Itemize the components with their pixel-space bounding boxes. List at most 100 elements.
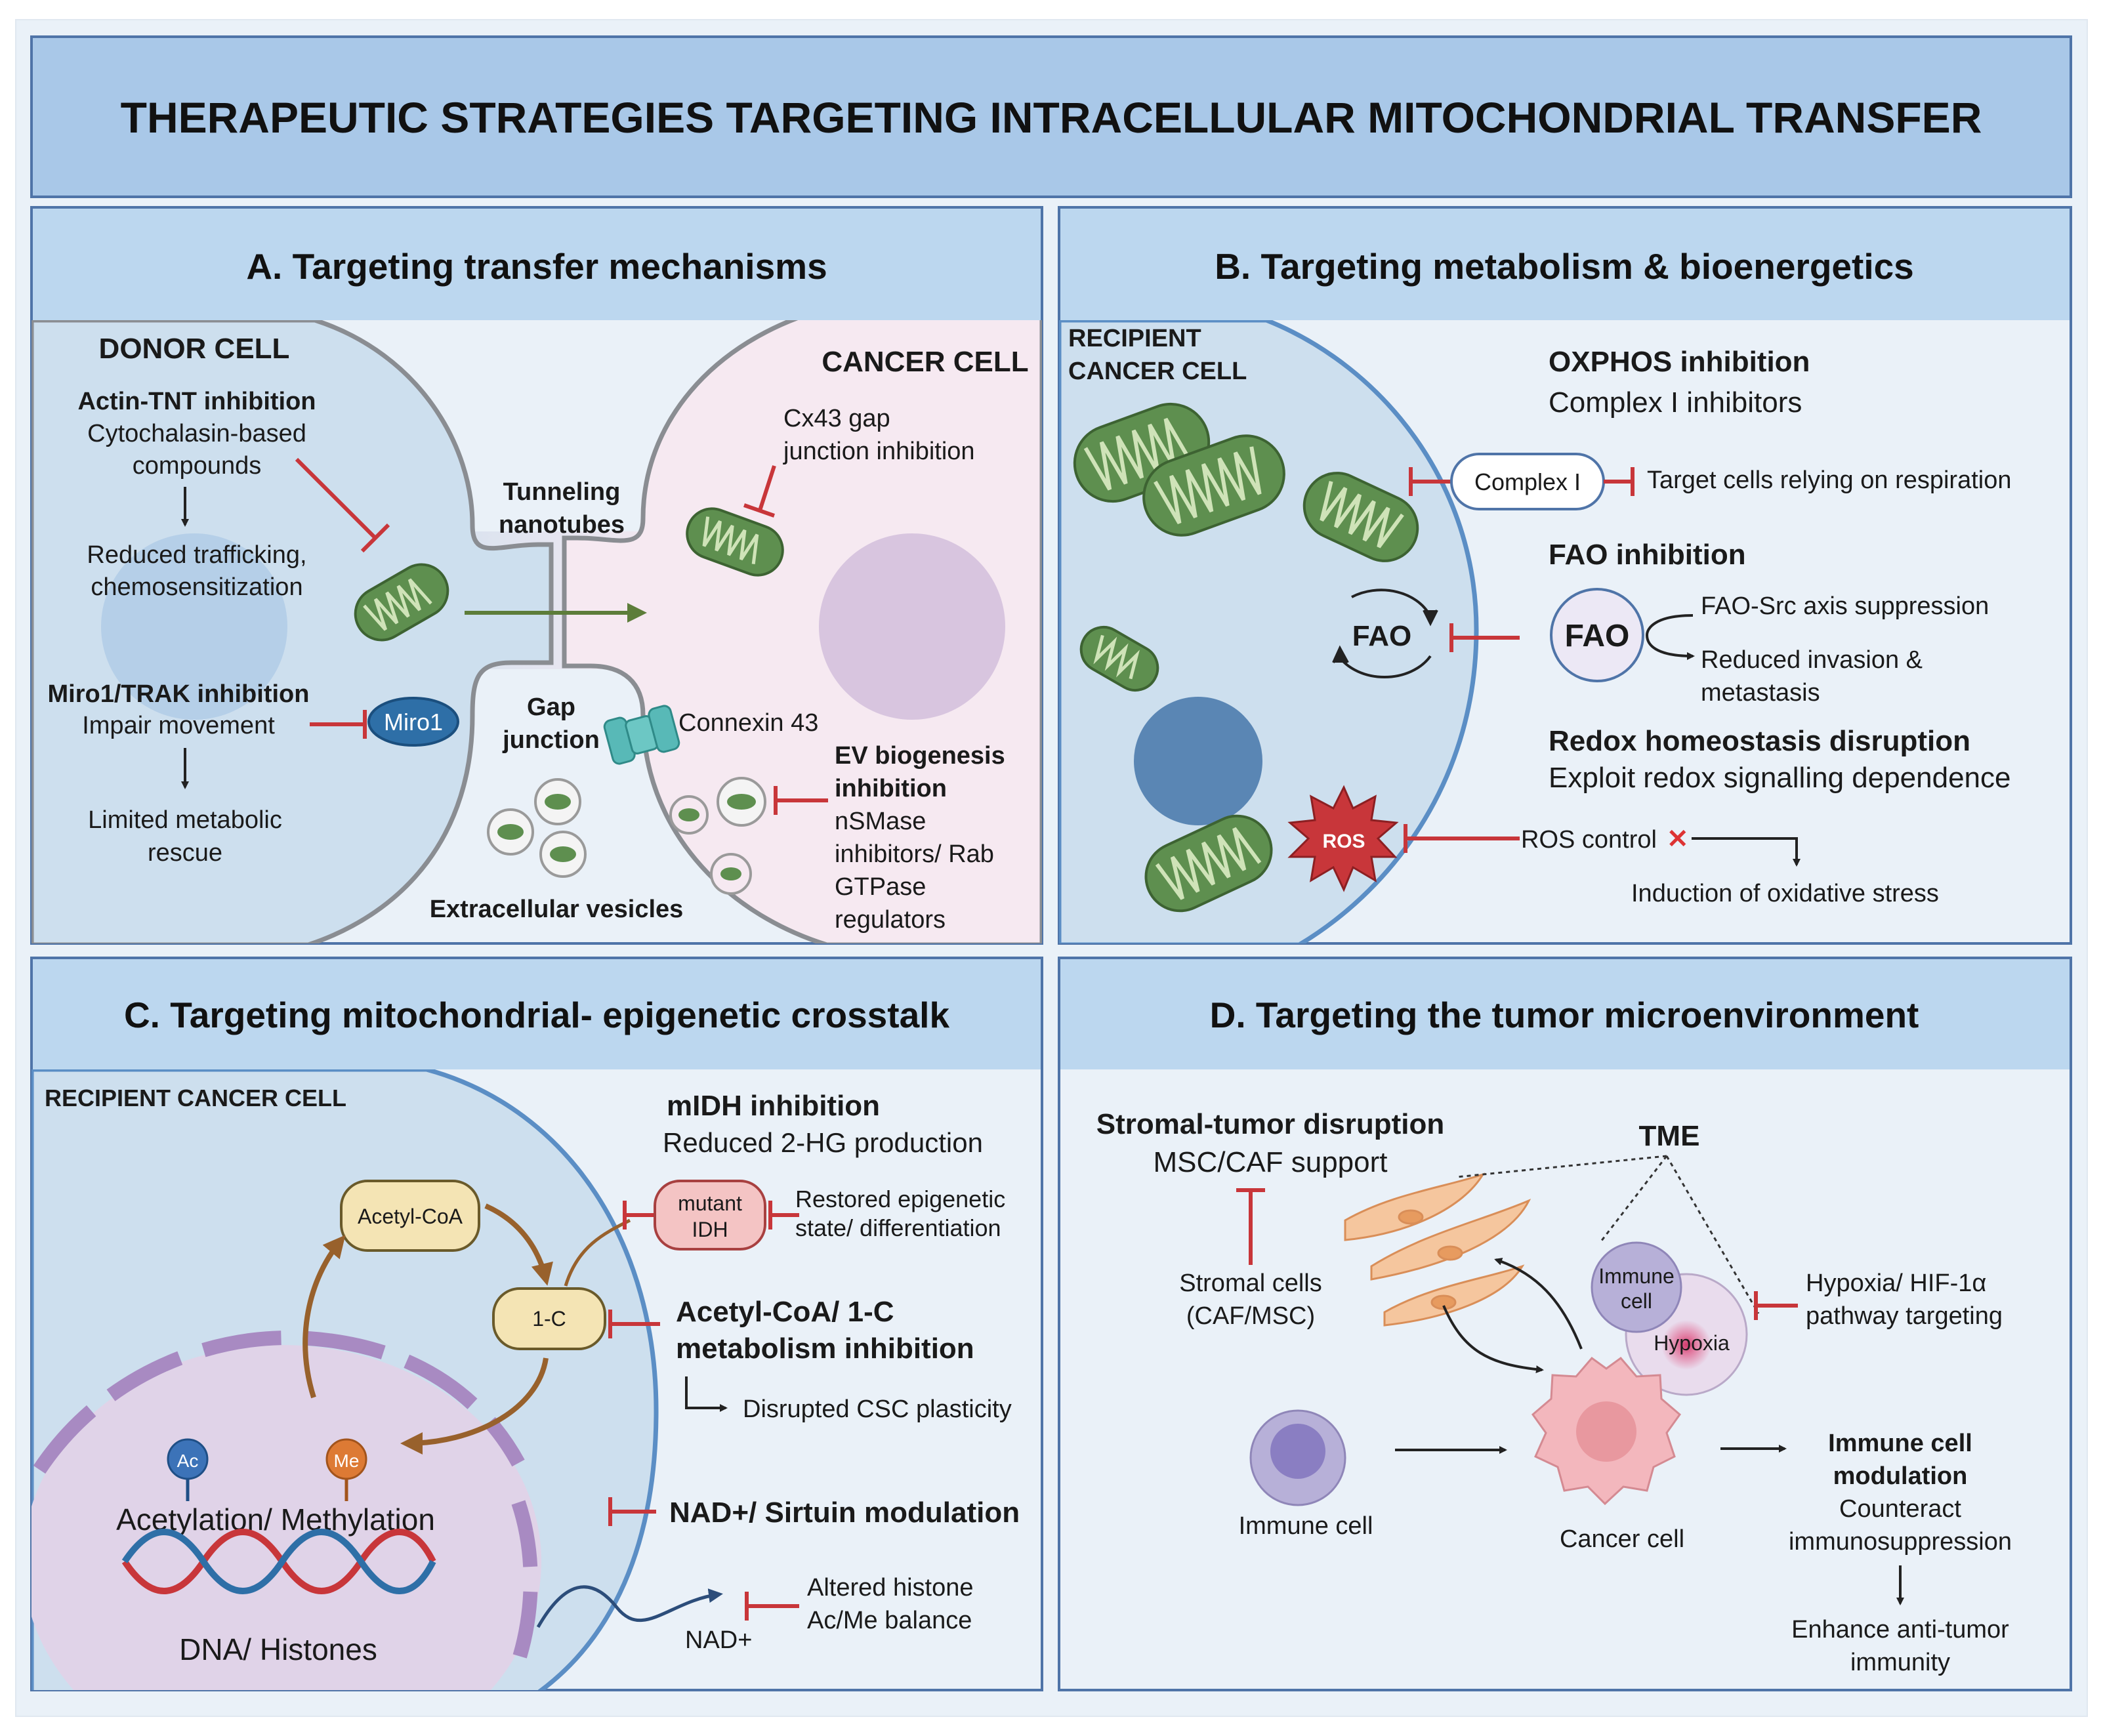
inhibit-idh-left [623,1201,655,1230]
fao-reduced-1: Reduced invasion & [1701,646,1923,674]
ev-label: Extracellular vesicles [430,896,684,923]
me-label: Me [334,1451,360,1471]
mitochondria-b [1073,402,1419,913]
hypoxia-label: Hypoxia [1654,1331,1730,1355]
main-title: THERAPEUTIC STRATEGIES TARGETING INTRACE… [121,93,1982,142]
fao-cycle-label: FAO [1352,620,1411,652]
nucleus-b [1134,697,1262,825]
mutant-idh-box [654,1180,766,1250]
stromal-sub: MSC/CAF support [1154,1146,1388,1178]
arrow-acetyl-to-1c [484,1203,553,1286]
actin-line-1: Cytochalasin-based [87,420,306,447]
redox-title: Redox homeostasis disruption [1549,725,1970,757]
fao-circle [1550,588,1644,682]
nad-title: NAD+/ Sirtuin modulation [669,1497,1020,1529]
miro-sub: Impair movement [82,712,275,739]
inhibit-actin [295,457,390,553]
arrow-stroma-cancer [1442,1305,1544,1374]
tnt-label-2: nanotubes [499,511,625,539]
inhibit-idh-right [768,1201,799,1230]
csc-label: Disrupted CSC plasticity [743,1395,1012,1423]
stromal-cells-2: (CAF/MSC) [1186,1302,1315,1330]
panel-a-header: A. Targeting transfer mechanisms [246,246,827,287]
complex-target: Target cells relying on respiration [1647,466,2012,494]
onec-label: 1-C [532,1307,566,1331]
recipient-c: RECIPIENT CANCER CELL [45,1085,346,1111]
ros-control: ROS control [1521,826,1657,854]
recipient-b-2: CANCER CELL [1068,358,1247,385]
dna-helix-icon [121,1529,436,1594]
acetyl-inh-1: Acetyl-CoA/ 1-C [676,1296,894,1328]
arrow-1c-to-nuc [400,1357,549,1455]
panel-d-header: D. Targeting the tumor microenvironment [1210,995,1919,1035]
inhibit-fao [1449,623,1520,652]
ros-label: ROS [1322,831,1365,852]
panel-b-header: B. Targeting metabolism & bioenergetics [1215,246,1914,287]
mutant-idh-1: mutant [678,1191,742,1215]
ros-cross-icon: ✕ [1667,825,1689,854]
midh-title: mIDH inhibition [667,1090,880,1122]
gap-label-1: Gap [527,693,575,721]
acetyl-inh-2: metabolism inhibition [676,1333,974,1365]
donor-cell-label: DONOR CELL [99,333,290,365]
connexin-icon [603,705,680,765]
me-marker-icon: Me [325,1438,367,1501]
hif-1: Hypoxia/ HIF-1α [1806,1270,1986,1297]
actin-line-2: compounds [133,452,261,480]
cancer-cell-nucleus [1576,1401,1636,1462]
dna-label: DNA/ Histones [179,1632,377,1666]
cx43-line-2: junction inhibition [783,438,975,465]
oxphos-sub: Complex I inhibitors [1549,386,1802,419]
oxphos-title: OXPHOS inhibition [1549,346,1810,378]
miro1-text: Miro1 [384,709,443,735]
inhibit-nad [608,1497,656,1526]
link-1c-idh [564,1218,631,1287]
acetyl-coa-label: Acetyl-CoA [358,1205,463,1228]
inhibit-ev [774,786,828,815]
fao-title: FAO inhibition [1549,539,1746,571]
ros-arrow [1692,837,1801,867]
panel-b: B. Targeting metabolism & bioenergetics … [1058,206,2072,945]
nad-arrow [536,1585,723,1628]
limited-line-2: rescue [148,839,222,867]
panel-a: A. Targeting transfer mechanisms DONOR C… [30,206,1043,945]
immune-inner-2: cell [1621,1289,1652,1313]
inhibit-nad-histone [745,1592,799,1621]
altered-1: Altered histone [807,1574,974,1602]
ev-line-2: inhibitors/ Rab [835,840,994,868]
acetyl-coa-box [340,1180,480,1252]
inhibit-1c [608,1310,660,1338]
tme-callout-lines [1456,1155,1760,1314]
hypoxia-core [1661,1320,1711,1370]
inhibit-stromal [1236,1188,1265,1265]
mod-2: modulation [1833,1462,1968,1490]
inhibit-miro [310,710,367,739]
connexin-label: Connexin 43 [678,709,818,737]
cancer-nucleus [819,533,1005,720]
ev-line-3: GTPase [835,873,926,901]
altered-2: Ac/Me balance [807,1607,972,1634]
mitochondrion-cancer [686,507,784,577]
inhibit-complex-left [1409,467,1451,496]
panel-c: C. Targeting mitochondrial- epigenetic c… [30,957,1043,1691]
fao-reduced-2: metastasis [1701,679,1820,707]
nuclear-envelope [33,1330,525,1474]
cancer-cell [562,320,1042,943]
mod-4: immunosuppression [1789,1528,2012,1556]
immune-cell-label: Immune cell [1239,1512,1373,1540]
ac-label: Ac [177,1451,199,1471]
immune-cell-inner [1591,1241,1682,1333]
csc-arrow [685,1376,728,1412]
ev-line-4: regulators [835,906,946,934]
fao-cycle-icon [1332,589,1438,678]
tme-label: TME [1639,1120,1700,1152]
nucleus-c [31,1345,541,1690]
onec-box [492,1287,606,1350]
ros-burst-icon [1287,785,1399,892]
mod-3: Counteract [1839,1495,1961,1523]
stromal-title: Stromal-tumor disruption [1096,1108,1444,1140]
nad-label: NAD+ [685,1626,752,1654]
gap-label-2: junction [502,726,600,754]
ac-marker-icon: Ac [167,1438,209,1501]
